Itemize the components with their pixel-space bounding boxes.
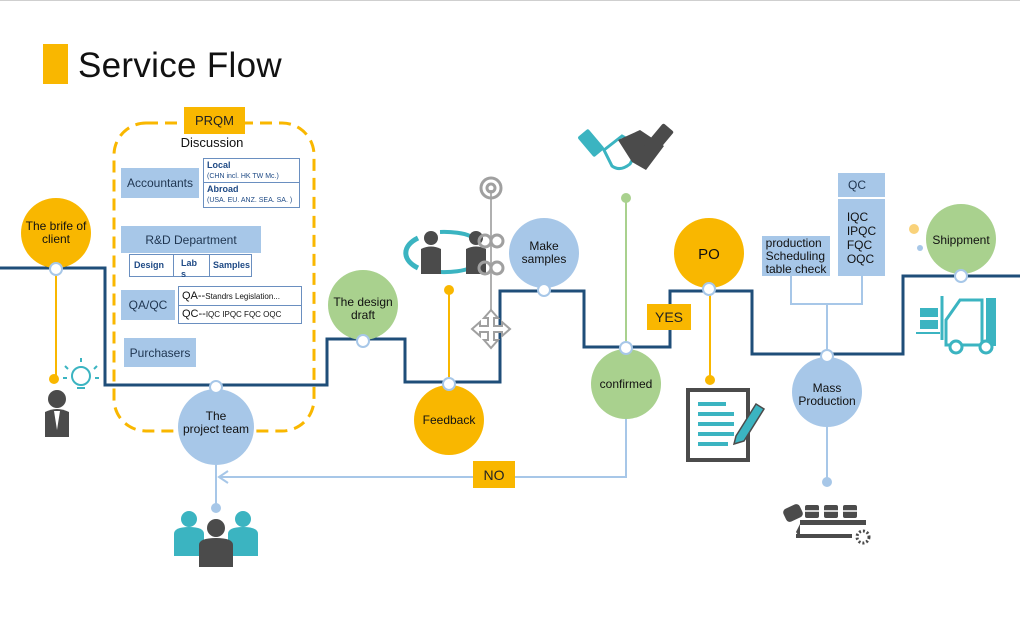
qc-title-box: QC <box>838 173 885 197</box>
client-person-icon <box>45 390 69 437</box>
feedback-label: Feedback <box>422 412 476 427</box>
brief-label: The brife of client <box>25 219 87 246</box>
rd-sub-divider-2 <box>209 255 210 276</box>
qc-production-bracket <box>790 276 863 305</box>
qa-prefix: QA-- <box>182 290 206 302</box>
shipment-circle <box>926 204 996 274</box>
idea-bulb-icon <box>63 358 99 389</box>
qc-prefix: QC-- <box>182 308 206 320</box>
top-border <box>0 0 1020 1</box>
decor-dot-yellow <box>909 224 919 234</box>
shipment-label: Shippment <box>932 232 990 247</box>
qa-text: Standrs Legislation... <box>205 292 280 301</box>
qaqc-divider <box>179 305 301 306</box>
project-team-label: The project team <box>182 409 250 436</box>
no-arrow-head <box>217 470 229 484</box>
brief-circle <box>21 198 91 268</box>
decor-dot-blue <box>917 245 923 251</box>
rd-sub-divider-1 <box>173 255 174 276</box>
mass-production-circle <box>792 357 862 427</box>
rd-sub-design: Design <box>134 260 165 270</box>
rd-department-box: R&D Department <box>121 226 261 253</box>
main-flow-line <box>0 266 1020 387</box>
purchasers-box: Purchasers <box>124 338 196 367</box>
gear-cycle-icon <box>477 176 505 276</box>
qc-text: IQC IPQC FQC OQC <box>205 310 282 319</box>
discussion-people-icon <box>403 229 486 275</box>
forklift-icon <box>916 296 996 355</box>
team-icon <box>174 511 258 567</box>
qa-line: QA--Standrs Legislation... <box>182 290 280 302</box>
confirmed-label: confirmed <box>599 376 653 391</box>
qaqc-detail-box: QA--Standrs Legislation... QC--IQC IPQC … <box>178 286 302 324</box>
po-circle <box>674 218 744 288</box>
rd-sub-labs: Lab s <box>181 258 198 279</box>
local-sub: (CHN incl. HK TW Mc.) <box>207 173 279 180</box>
handshake-icon <box>578 123 674 171</box>
qc-line: QC--IQC IPQC FQC OQC <box>182 308 281 320</box>
abroad-title: Abroad <box>207 184 239 194</box>
rd-sub-samples: Samples <box>213 260 251 270</box>
design-draft-circle <box>328 270 398 340</box>
accountants-region-box: Local (CHN incl. HK TW Mc.) Abroad (USA.… <box>203 158 300 208</box>
make-samples-circle <box>509 218 579 288</box>
conveyor-icon <box>783 504 871 545</box>
mass-production-label: Mass Production <box>798 381 856 408</box>
production-scheduling-box: production Scheduling table check <box>762 236 830 276</box>
accountants-box: Accountants <box>121 168 199 198</box>
confirmed-circle <box>591 349 661 419</box>
title-accent-bar <box>43 44 68 84</box>
confirmed-end-dot <box>621 193 631 203</box>
make-samples-label: Make samples <box>521 239 567 266</box>
no-return-line <box>220 418 627 478</box>
local-title: Local <box>207 160 231 170</box>
yes-label: YES <box>647 304 691 330</box>
mass-end-dot <box>822 477 832 487</box>
design-draft-label: The design draft <box>333 295 393 322</box>
region-divider <box>204 182 299 183</box>
document-pen-icon <box>686 388 766 462</box>
brief-end-dot <box>49 374 59 384</box>
no-label: NO <box>473 461 515 488</box>
po-label: PO <box>698 245 720 263</box>
abroad-sub: (USA. EU. ANZ. SEA. SA. ) <box>207 197 293 204</box>
feedback-end-dot <box>444 285 454 295</box>
junction-dots <box>49 262 968 394</box>
qaqc-box: QA/QC <box>121 290 175 320</box>
discussion-label: Discussion <box>180 135 244 150</box>
move-arrows-icon <box>470 308 512 350</box>
page-title: Service Flow <box>78 46 282 85</box>
prqm-label: PRQM <box>184 107 245 134</box>
po-end-dot <box>705 375 715 385</box>
feedback-circle <box>414 385 484 455</box>
qc-items-box: IQC IPQC FQC OQC <box>838 199 885 276</box>
project-team-circle <box>178 389 254 465</box>
rd-sub-box: Design Lab s Samples <box>129 254 252 279</box>
team-end-dot <box>211 503 221 513</box>
